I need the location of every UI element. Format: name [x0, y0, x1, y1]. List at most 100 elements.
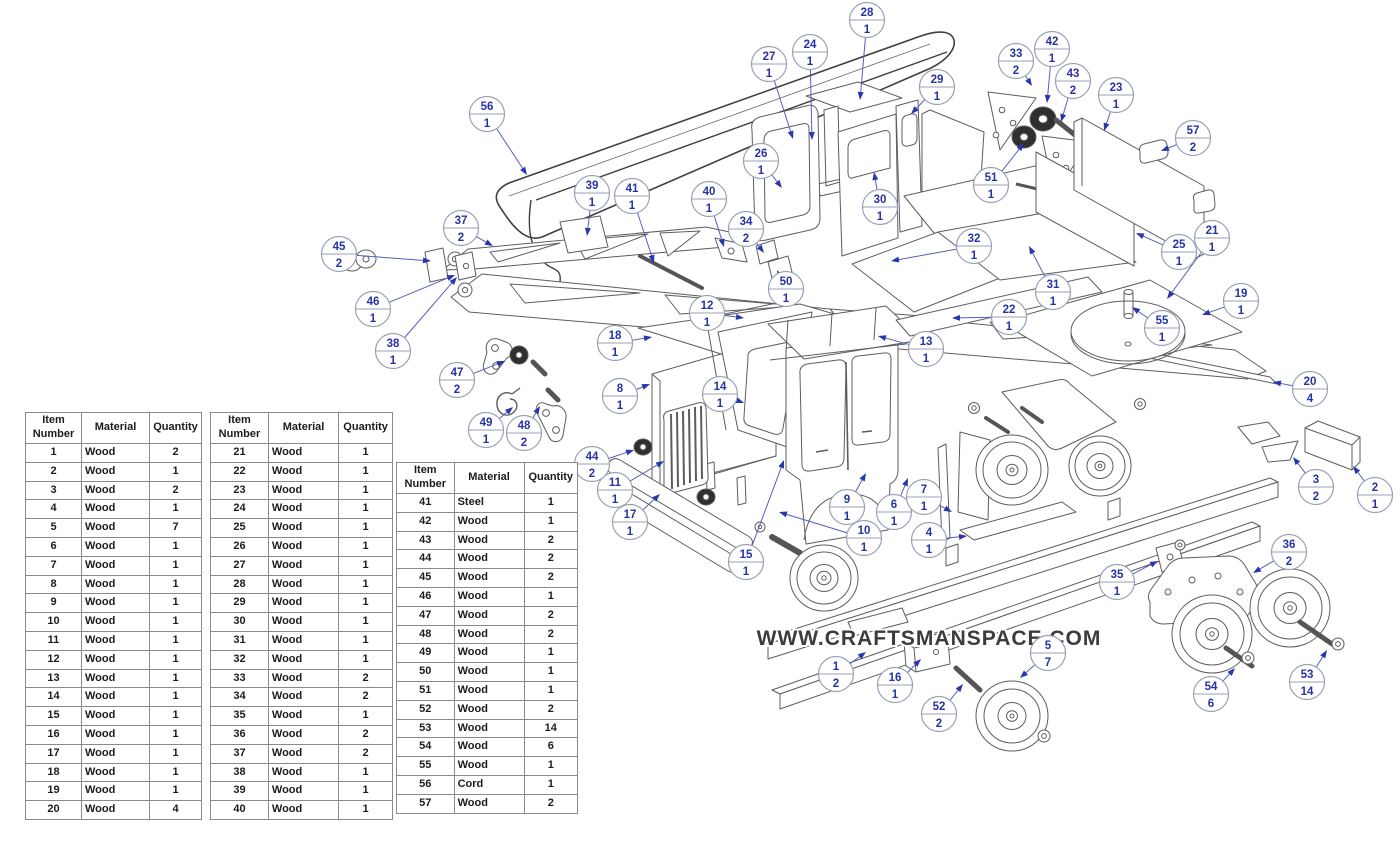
- leader-arrowhead: [1060, 113, 1067, 122]
- balloon-quantity: 1: [926, 544, 933, 556]
- quantity-cell: 1: [338, 593, 393, 614]
- item-number-cell: 20: [25, 800, 82, 820]
- leader-arrowhead: [1273, 380, 1282, 387]
- item-number-cell: 55: [396, 756, 455, 776]
- material-cell: Wood: [81, 706, 150, 726]
- item-number-cell: 44: [396, 549, 455, 570]
- callout-balloon-16: 161: [876, 659, 921, 704]
- balloon-quantity: 1: [934, 91, 941, 103]
- callout-balloon-38: 381: [374, 277, 457, 370]
- item-number-cell: 2: [25, 461, 82, 482]
- callout-balloon-13: 131: [878, 330, 945, 368]
- item-number-cell: 52: [396, 699, 455, 720]
- callout-balloon-44: 442: [573, 445, 634, 483]
- callout-balloon-33: 332: [997, 42, 1035, 86]
- item-number-cell: 53: [396, 718, 455, 739]
- leader-line: [1030, 250, 1046, 277]
- leader-arrowhead: [1132, 307, 1141, 315]
- leader-arrowhead: [955, 684, 963, 693]
- material-cell: Wood: [81, 555, 150, 576]
- material-cell: Wood: [453, 737, 525, 758]
- quantity-cell: 1: [338, 574, 393, 595]
- leader-arrowhead: [504, 407, 513, 415]
- front-axle: [754, 521, 803, 556]
- leader-line: [1169, 251, 1203, 296]
- quantity-cell: 14: [523, 718, 578, 739]
- material-cell: Cord: [453, 774, 525, 795]
- balloon-quantity: 1: [1006, 321, 1013, 333]
- balloon-item-number: 20: [1304, 376, 1317, 388]
- item-number-cell: 7: [25, 555, 82, 576]
- material-cell: Wood: [81, 499, 150, 520]
- column-header: Item Number: [396, 462, 455, 494]
- callout-balloon-47: 472: [438, 361, 505, 399]
- balloon-item-number: 45: [333, 241, 346, 253]
- balloon-quantity: 2: [1286, 556, 1292, 568]
- material-cell: Wood: [81, 724, 150, 745]
- balloon-item-number: 5: [1045, 640, 1052, 652]
- item-number-cell: 40: [210, 800, 269, 820]
- callout-balloon-3: 32: [1293, 457, 1335, 506]
- leader-line: [809, 69, 813, 136]
- callout-balloon-12: 121: [688, 294, 744, 332]
- balloon-item-number: 25: [1173, 239, 1186, 251]
- balloon-quantity: 1: [617, 400, 624, 412]
- item-number-cell: 37: [210, 743, 269, 764]
- balloon-quantity: 2: [833, 678, 839, 690]
- balloon-quantity: 6: [1208, 698, 1214, 710]
- item-number-cell: 27: [210, 555, 269, 576]
- leader-line: [587, 210, 591, 232]
- quantity-cell: 1: [523, 756, 578, 776]
- callout-balloon-5: 57: [1020, 634, 1067, 678]
- leader-arrowhead: [943, 505, 952, 512]
- quantity-cell: 2: [338, 668, 393, 689]
- leader-arrowhead: [484, 239, 493, 246]
- leader-arrowhead: [648, 254, 655, 263]
- balloon-item-number: 32: [968, 233, 981, 245]
- front-wheel: [789, 544, 859, 612]
- quantity-cell: 1: [338, 555, 393, 576]
- balloon-item-number: 12: [701, 300, 714, 312]
- leader-arrowhead: [520, 166, 527, 175]
- item-number-cell: 47: [396, 605, 455, 626]
- balloon-item-number: 4: [926, 527, 933, 539]
- material-cell: Wood: [81, 668, 150, 689]
- quantity-cell: 1: [149, 762, 202, 783]
- column-header: Material: [267, 412, 340, 444]
- leader-line: [956, 316, 992, 319]
- quantity-cell: 2: [338, 724, 393, 745]
- material-cell: Wood: [81, 630, 150, 651]
- quantity-cell: 2: [523, 699, 578, 720]
- balloon-quantity: 7: [1045, 657, 1051, 669]
- material-cell: Wood: [81, 612, 150, 632]
- balloon-quantity: 1: [704, 317, 711, 329]
- callout-balloon-39: 391: [573, 174, 611, 236]
- item-number-cell: 29: [210, 593, 269, 614]
- material-cell: Wood: [453, 586, 525, 607]
- material-cell: Wood: [81, 443, 150, 463]
- leader-arrowhead: [779, 511, 788, 518]
- balloon-quantity: 1: [807, 56, 814, 68]
- callout-balloon-24: 241: [791, 33, 829, 140]
- balloon-item-number: 17: [624, 509, 637, 521]
- leader-arrowhead: [655, 461, 664, 468]
- leader-arrowhead: [952, 314, 961, 321]
- callout-balloon-27: 271: [750, 45, 794, 139]
- callout-balloon-21: 211: [1167, 219, 1231, 299]
- material-cell: Wood: [267, 630, 340, 651]
